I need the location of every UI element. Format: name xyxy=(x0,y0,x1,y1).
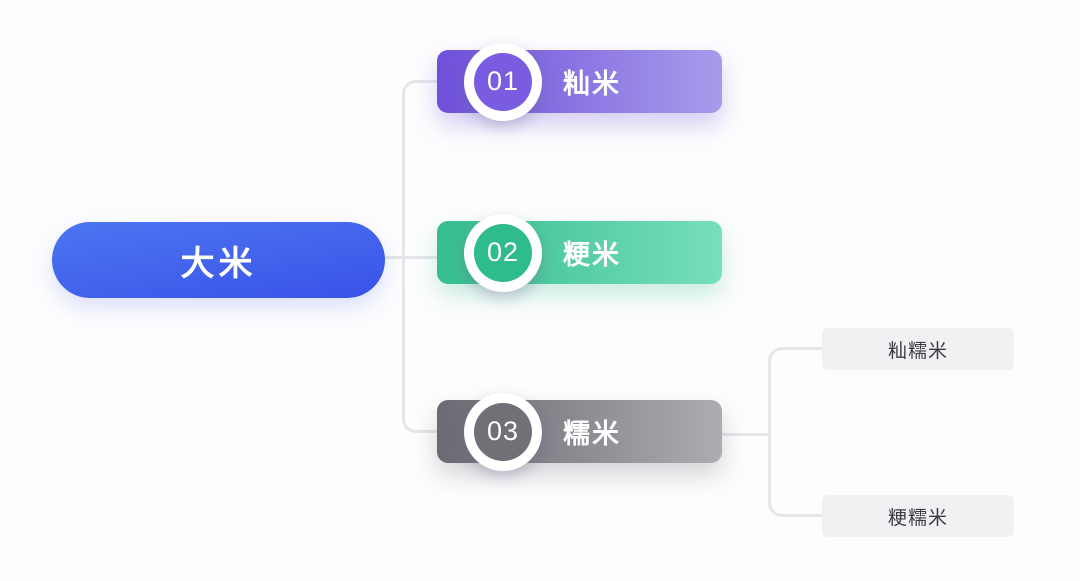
branch-1-label: 籼米 xyxy=(563,69,621,99)
connector-branch-3-horizontal xyxy=(720,433,770,436)
leaf-node-1[interactable]: 籼糯米 xyxy=(822,328,1014,370)
branch-1-number-circle: 01 xyxy=(474,52,532,111)
branch-2-number: 02 xyxy=(486,237,520,267)
branch-3-label: 糯米 xyxy=(563,419,621,449)
branch-2-label: 粳米 xyxy=(563,240,621,270)
connector-root-to-branch-3 xyxy=(402,258,437,433)
root-node[interactable]: 大米 xyxy=(52,222,385,298)
branch-node-1[interactable]: 01 籼米 xyxy=(437,42,722,121)
branch-node-3[interactable]: 03 糯米 xyxy=(437,392,722,471)
connector-branch-3-to-child-2 xyxy=(768,434,822,517)
connector-branch-3-to-child-1 xyxy=(768,347,822,434)
branch-3-number-circle: 03 xyxy=(474,402,532,461)
branch-1-number: 01 xyxy=(486,66,520,96)
branch-2-number-badge: 02 xyxy=(464,213,542,292)
leaf-node-2-label: 粳糯米 xyxy=(887,507,948,529)
root-node-label: 大米 xyxy=(180,244,257,283)
connector-root-to-branch-1 xyxy=(402,80,437,258)
branch-3-number-badge: 03 xyxy=(464,392,542,471)
branch-1-number-badge: 01 xyxy=(464,42,542,121)
leaf-node-2[interactable]: 粳糯米 xyxy=(822,495,1014,537)
branch-3-number: 03 xyxy=(486,416,520,446)
branch-2-number-circle: 02 xyxy=(474,223,532,282)
leaf-node-1-label: 籼糯米 xyxy=(887,340,948,362)
branch-node-2[interactable]: 02 粳米 xyxy=(437,213,722,292)
